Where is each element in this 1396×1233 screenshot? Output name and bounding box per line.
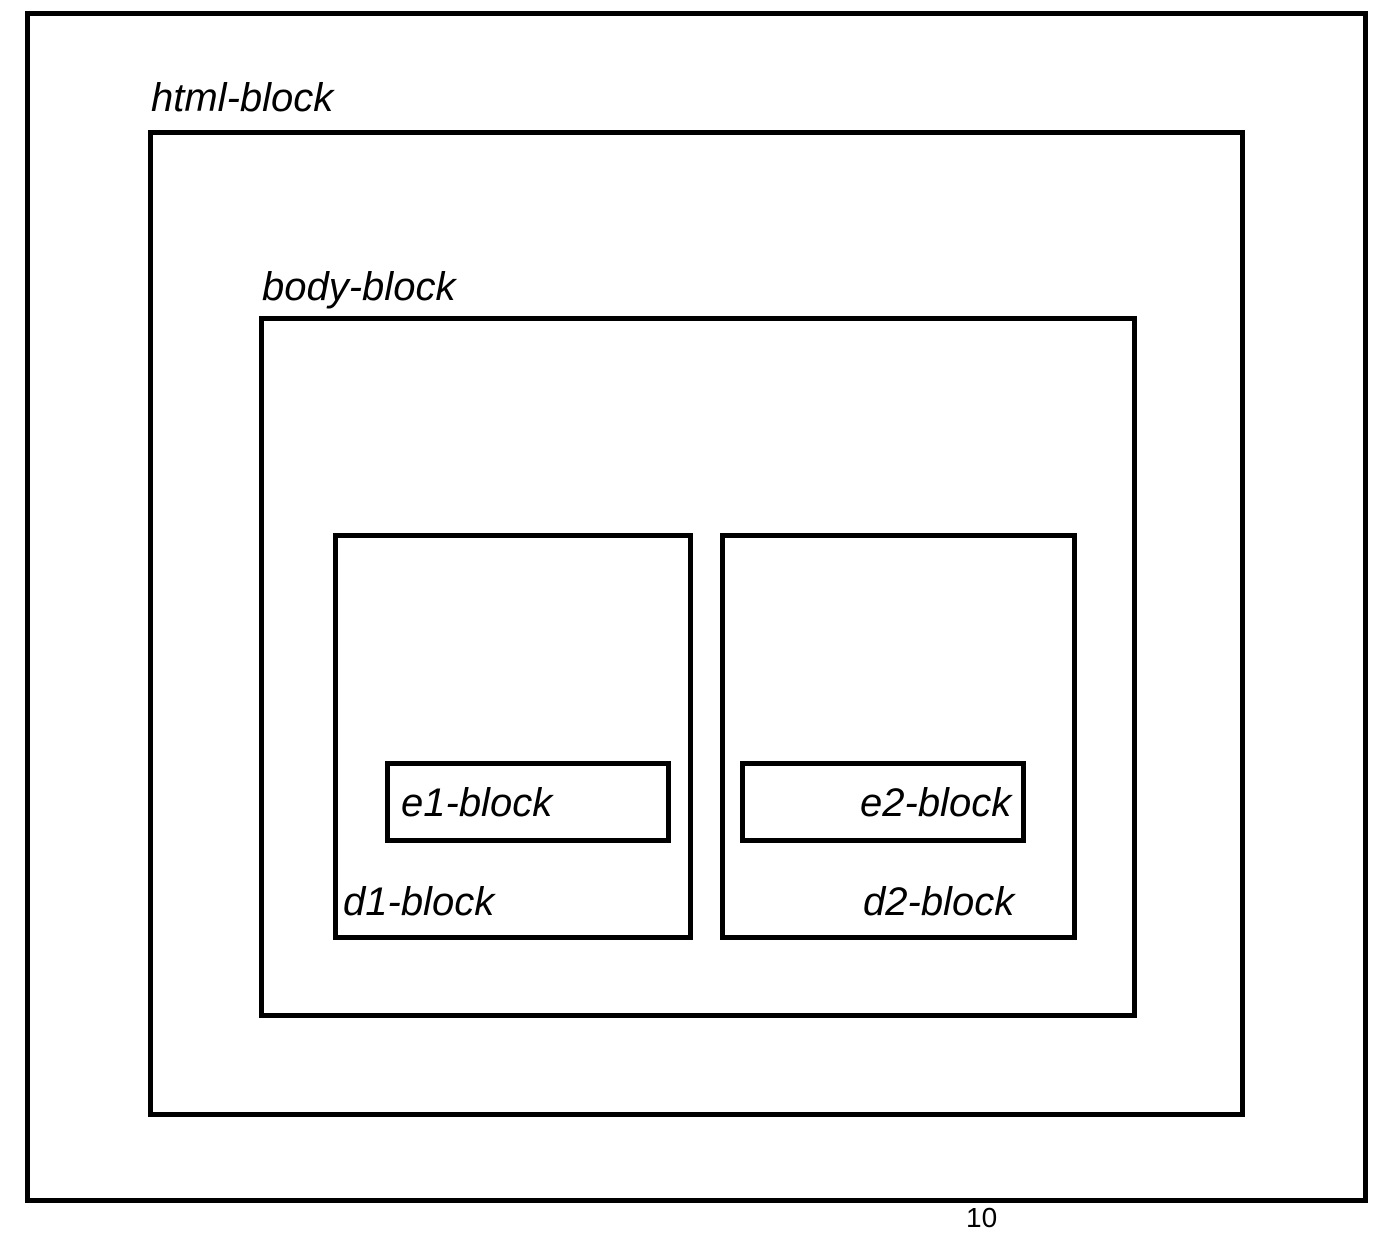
outer-frame [25, 11, 1368, 1203]
e2-block-label: e2-block [860, 781, 1012, 825]
d1-block-label: d1-block [343, 880, 495, 924]
e1-block-label: e1-block [401, 781, 553, 825]
e1-block-box [385, 761, 671, 843]
page-number: 10 [966, 1202, 998, 1233]
html-block-label: html-block [151, 76, 334, 120]
e2-block-box [740, 761, 1026, 843]
body-block-box [259, 316, 1137, 1018]
body-block-label: body-block [262, 265, 456, 309]
d2-block-label: d2-block [863, 880, 1015, 924]
d2-block-box [720, 533, 1077, 940]
html-block-box [148, 130, 1245, 1117]
d1-block-box [333, 533, 693, 940]
